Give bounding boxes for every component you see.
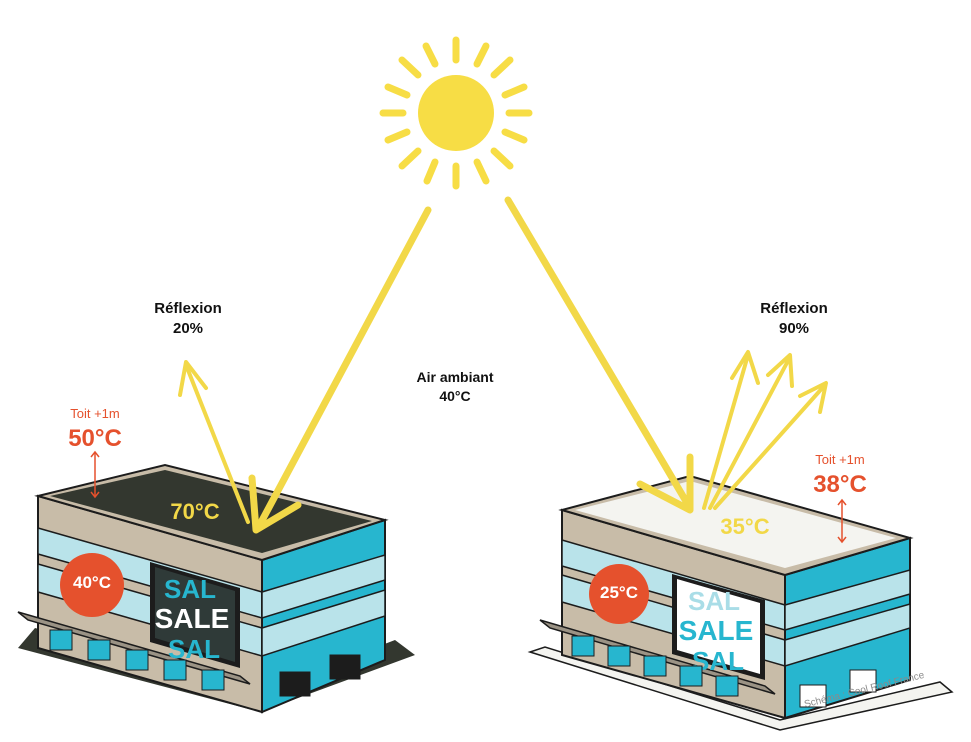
incoming-ray-left — [248, 206, 432, 534]
left-sign-line-2: SALE — [155, 603, 230, 634]
right-sign-line-2: SALE — [679, 615, 754, 646]
reflection-arrows-right — [702, 350, 828, 510]
left-offset-temp: 50°C — [68, 424, 122, 452]
right-reflection-percent: 90% — [778, 320, 810, 338]
left-sale-sign: SAL SALE SAL — [150, 562, 240, 668]
reflection-arrow-left — [178, 360, 250, 524]
right-ground-plate — [527, 646, 954, 731]
left-roof-offset: Toit +1m 50°C — [45, 405, 145, 455]
right-sale-sign: SAL SALE SAL — [672, 574, 765, 680]
height-arrows — [90, 450, 847, 544]
left-building: SAL SALE SAL — [17, 463, 415, 714]
right-sign-line-1: SAL — [688, 586, 740, 616]
right-offset-temp: 38°C — [813, 470, 867, 498]
right-roof-offset: Toit +1m 38°C — [790, 451, 890, 501]
left-reflection-label: Réflexion 20% — [128, 299, 248, 340]
right-wall-temp: 25°C — [600, 583, 638, 602]
left-sign-line-3: SAL — [168, 634, 220, 664]
sun-icon — [379, 36, 533, 190]
right-building: SAL SALE SAL — [527, 474, 954, 731]
right-roof-temp: 35°C — [720, 514, 770, 539]
left-wall-temp: 40°C — [73, 573, 111, 592]
ambient-air-temp: 40°C — [439, 387, 471, 404]
right-reflection-label: Réflexion 90% — [734, 299, 854, 340]
right-wall-temp-badge — [589, 564, 649, 624]
incoming-ray-right — [504, 196, 694, 514]
left-offset-label: Toit +1m — [70, 406, 120, 421]
ambient-air-label: Air ambiant 40°C — [395, 368, 515, 406]
right-offset-label: Toit +1m — [815, 452, 865, 467]
left-dark-roof — [50, 470, 372, 553]
left-wall-temp-badge — [60, 553, 124, 617]
right-white-roof — [575, 481, 896, 568]
left-sign-line-1: SAL — [164, 574, 216, 604]
left-reflection-percent: 20% — [172, 320, 204, 338]
left-roof-temp: 70°C — [170, 499, 220, 524]
